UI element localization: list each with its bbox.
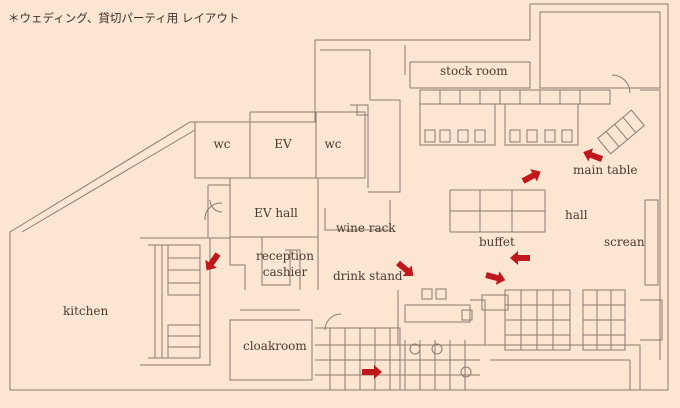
- wine-rack-label: wine rack: [336, 221, 396, 235]
- layout-caption: ＊ウェディング、貸切パーティ用 レイアウト: [8, 11, 240, 25]
- reception-label: reception: [256, 249, 314, 263]
- wc-right-wall: [315, 111, 366, 179]
- ev-hall-label: EV hall: [254, 206, 298, 220]
- kitchen-counter: [140, 237, 211, 366]
- cloakroom-label: cloakroom: [243, 339, 307, 353]
- ev-label: EV: [274, 137, 292, 151]
- flow-arrow-buffet: [510, 251, 530, 265]
- hall-label: hall: [565, 208, 588, 222]
- wc-left-label: wc: [213, 137, 231, 151]
- flow-arrow-drink-stand: [485, 271, 506, 285]
- flow-arrow-wine-rack: [396, 260, 414, 277]
- stock-room-label: stock room: [440, 64, 508, 78]
- diagonal-wall-inner: [21, 129, 196, 233]
- drink-stand-label: drink stand: [333, 269, 403, 283]
- cloakroom-wall: [229, 319, 313, 381]
- banquette-top: [419, 89, 611, 105]
- flow-arrow-counter: [362, 365, 382, 379]
- kitchen-label: kitchen: [63, 304, 109, 318]
- flow-arrow-main-table: [583, 148, 604, 162]
- hall-table-group-left: [481, 294, 509, 311]
- buffet-label: buffet: [479, 235, 515, 249]
- screan-label: screan: [604, 235, 645, 249]
- buffet-tables: [449, 189, 546, 233]
- main-table-label: main table: [573, 163, 638, 177]
- cashier-label: cashier: [262, 265, 308, 279]
- wc-right-label: wc: [324, 137, 342, 151]
- flow-arrow-kitchen: [205, 252, 221, 271]
- outer-wall: [9, 3, 669, 391]
- flow-arrow-to-hall: [521, 169, 541, 184]
- bar-counter: [397, 290, 486, 346]
- stock-room-wall: [409, 61, 531, 89]
